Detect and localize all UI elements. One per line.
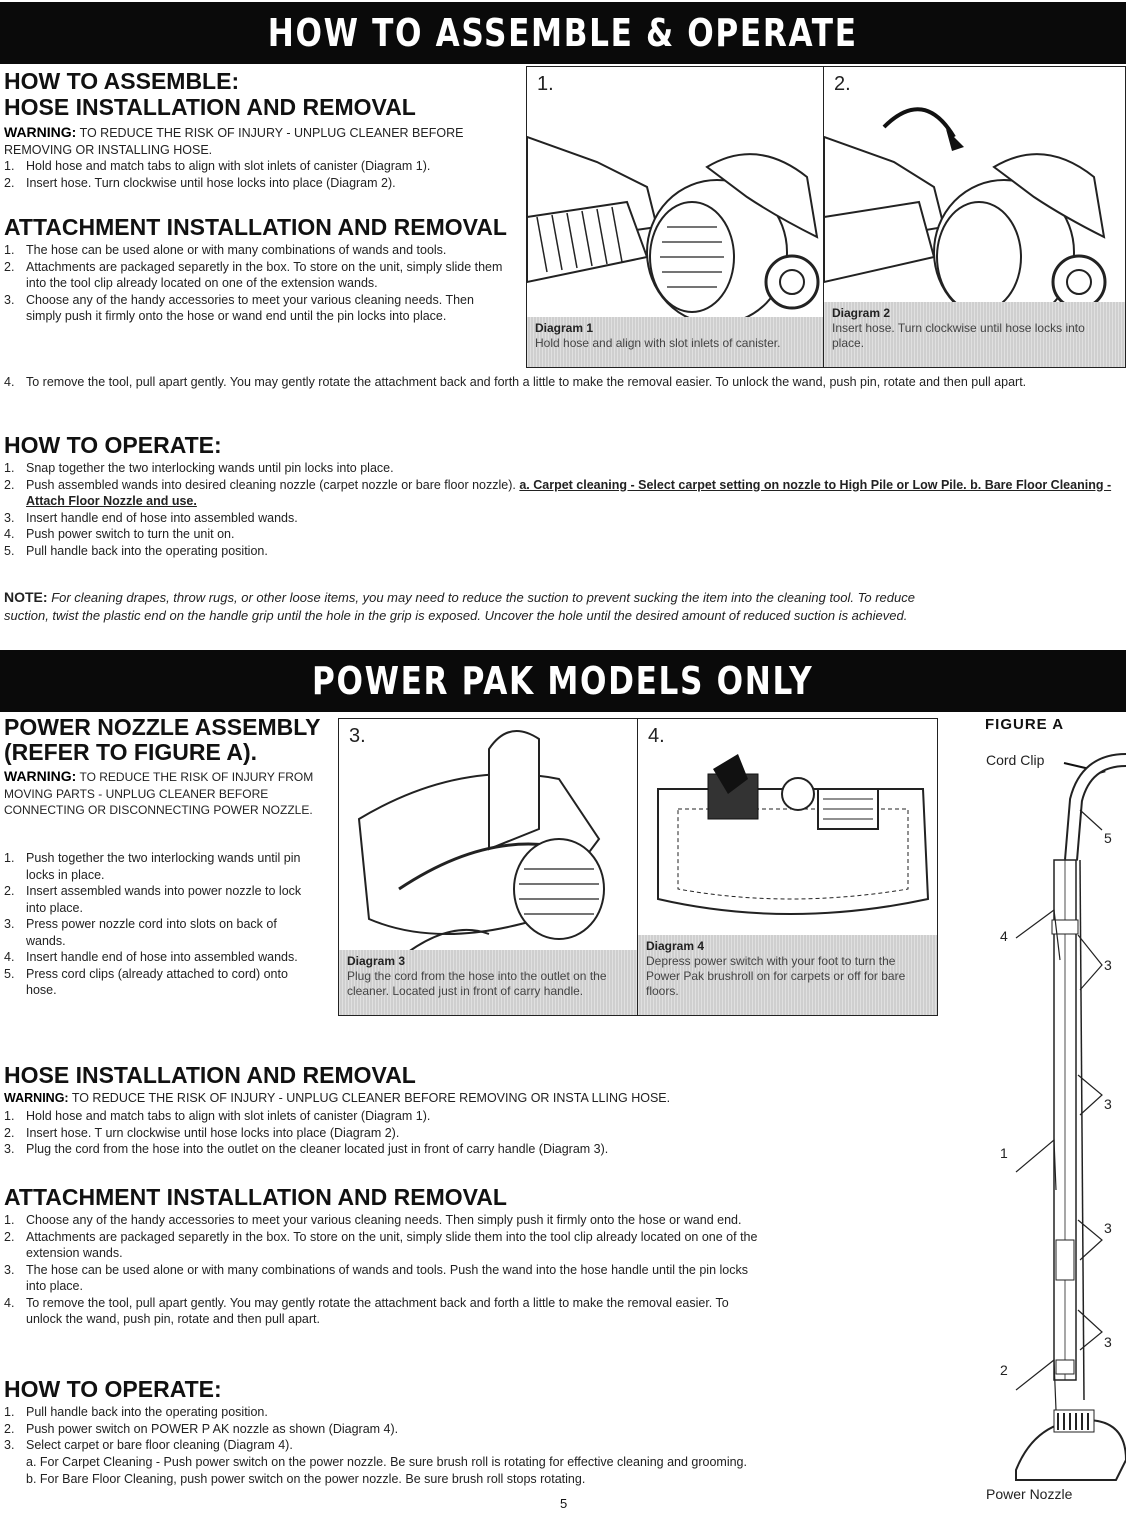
list-item: 2.Attachments are packaged separetly in … (4, 1229, 758, 1261)
warning-label: WARNING: (4, 124, 77, 140)
callout-3: 3 (1104, 1096, 1112, 1112)
heading-attachment-installation-2: ATTACHMENT INSTALLATION AND REMOVAL (4, 1184, 507, 1210)
diagram-4-caption: Diagram 4 Depress power switch with your… (638, 935, 937, 1015)
diagram-1: 1. Diagram 1 Hold hose and align with sl… (527, 67, 823, 367)
diagram-3: 3. Diagram 3 Plug the cord from the hose… (339, 719, 637, 1015)
diagrams-3-4-frame: 3. Diagram 3 Plug the cord from the hose… (338, 718, 938, 1016)
sub-item-carpet: a. For Carpet Cleaning - Push power swit… (26, 1455, 747, 1469)
list-item: 1.Pull handle back into the operating po… (4, 1405, 268, 1419)
assemble-list: 1.Hold hose and match tabs to align with… (4, 158, 514, 191)
list-item: 3.The hose can be used alone or with man… (4, 1262, 748, 1294)
callout-3: 3 (1104, 957, 1112, 973)
power-nozzle-label: Power Nozzle (986, 1486, 1073, 1502)
operate-list: 1.Snap together the two interlocking wan… (4, 460, 1114, 559)
hose-twist-illustration (824, 107, 1107, 325)
list-item: 3.Plug the cord from the hose into the o… (4, 1142, 609, 1156)
callout-3: 3 (1104, 1334, 1112, 1350)
heading-how-to-operate-2: HOW TO OPERATE: (4, 1376, 222, 1402)
heading-hose-installation-2: HOSE INSTALLATION AND REMOVAL (4, 1062, 416, 1088)
note-suction: NOTE: For cleaning drapes, throw rugs, o… (4, 588, 924, 625)
canister-hose-illustration (527, 135, 820, 325)
warning-power-nozzle: WARNING: TO REDUCE THE RISK OF INJURY FR… (4, 768, 314, 817)
section-banner-power-pak: POWER PAK MODELS ONLY (0, 650, 1126, 712)
cord-clip-label: Cord Clip (986, 752, 1045, 768)
list-item: 2.Insert hose. Turn clockwise until hose… (4, 175, 396, 190)
list-item: 3.Press power nozzle cord into slots on … (4, 917, 277, 948)
list-item: 1.Hold hose and match tabs to align with… (4, 1109, 431, 1123)
operate2-list: 1.Pull handle back into the operating po… (4, 1404, 944, 1454)
figure-a-title: FIGURE A (985, 716, 1065, 733)
callout-2: 2 (1000, 1362, 1008, 1378)
diagram-2: 2. Diagram 2 Insert hose. Turn clockwise… (824, 67, 1125, 367)
list-item: 1.Hold hose and match tabs to align with… (4, 159, 431, 173)
list-item: 2.Push power switch on POWER P AK nozzle… (4, 1421, 399, 1436)
list-item: 3.Select carpet or bare floor cleaning (… (4, 1438, 293, 1452)
attachment-list-cont: 4.To remove the tool, pull apart gently.… (4, 374, 1114, 391)
list-item: 5.Pull handle back into the operating po… (4, 543, 268, 558)
power-nozzle-list: 1.Push together the two interlocking wan… (4, 850, 314, 999)
heading-refer-figure-a: (REFER TO FIGURE A). (4, 739, 257, 765)
heading-hose-installation: HOSE INSTALLATION AND REMOVAL (4, 94, 416, 120)
callout-3: 3 (1104, 1220, 1112, 1236)
list-item: 2.Push assembled wands into desired clea… (4, 477, 1112, 509)
operate2-sub-items: a. For Carpet Cleaning - Push power swit… (26, 1454, 946, 1487)
warning-hose: WARNING: TO REDUCE THE RISK OF INJURY - … (4, 124, 504, 158)
banner-title: POWER PAK MODELS ONLY (312, 659, 814, 703)
diagram-3-caption: Diagram 3 Plug the cord from the hose in… (339, 950, 637, 1015)
attachment2-list: 1.Choose any of the handy accessories to… (4, 1212, 764, 1328)
callout-1: 1 (1000, 1145, 1008, 1161)
list-item: 4.Push power switch to turn the unit on. (4, 527, 235, 541)
carpet-floor-instructions: a. Carpet cleaning - Select carpet setti… (26, 477, 1112, 509)
diagram-1-caption: Diagram 1 Hold hose and align with slot … (527, 317, 823, 367)
diagram-4: 4. Diagram 4 Depress power switch with y… (638, 719, 937, 1015)
list-item: 5.Press cord clips (already attached to … (4, 966, 288, 998)
list-item: 2.Insert hose. T urn clockwise until hos… (4, 1125, 400, 1140)
list-item: 3.Insert handle end of hose into assembl… (4, 510, 298, 525)
diagram-2-caption: Diagram 2 Insert hose. Turn clockwise un… (824, 302, 1125, 367)
list-item: 3.Choose any of the handy accessories to… (4, 292, 474, 324)
list-item: 4.To remove the tool, pull apart gently.… (4, 1295, 729, 1327)
list-item: 4.Insert handle end of hose into assembl… (4, 950, 298, 964)
callout-5: 5 (1104, 830, 1112, 846)
sub-item-bare-floor: b. For Bare Floor Cleaning, push power s… (26, 1471, 586, 1486)
section-banner-top: HOW TO ASSEMBLE & OPERATE (0, 2, 1126, 64)
vacuum-wand-figure (1015, 753, 1126, 1481)
list-item: 1.Choose any of the handy accessories to… (4, 1213, 742, 1227)
heading-power-nozzle-assembly: POWER NOZZLE ASSEMBLY (4, 714, 321, 740)
diagrams-1-2-frame: 1. Diagram 1 Hold hose and align with sl… (526, 66, 1126, 368)
power-switch-illustration (657, 754, 930, 915)
heading-attachment-installation: ATTACHMENT INSTALLATION AND REMOVAL (4, 214, 507, 240)
callout-4: 4 (1000, 928, 1008, 944)
list-item: 1.Push together the two interlocking wan… (4, 851, 301, 882)
list-item: 1.Snap together the two interlocking wan… (4, 461, 394, 475)
hose2-list: 1.Hold hose and match tabs to align with… (4, 1108, 944, 1158)
banner-title: HOW TO ASSEMBLE & OPERATE (268, 11, 858, 55)
list-item: 4.To remove the tool, pull apart gently.… (4, 375, 1027, 389)
list-item: 1.The hose can be used alone or with man… (4, 243, 447, 257)
list-item: 2.Attachments are packaged separetly in … (4, 259, 503, 291)
plug-cord-illustration (357, 730, 605, 960)
note-label: NOTE: (4, 589, 48, 605)
warning-hose-2: WARNING: TO REDUCE THE RISK OF INJURY - … (4, 1091, 671, 1105)
list-item: 2.Insert assembled wands into power nozz… (4, 884, 302, 915)
heading-how-to-assemble: HOW TO ASSEMBLE: (4, 68, 240, 94)
note-text: For cleaning drapes, throw rugs, or othe… (4, 590, 915, 623)
warning-text: TO REDUCE THE RISK OF INJURY - UNPLUG CL… (4, 126, 464, 157)
page-number: 5 (560, 1496, 568, 1511)
attachment-list: 1.The hose can be used alone or with man… (4, 242, 504, 325)
heading-how-to-operate: HOW TO OPERATE: (4, 432, 222, 458)
